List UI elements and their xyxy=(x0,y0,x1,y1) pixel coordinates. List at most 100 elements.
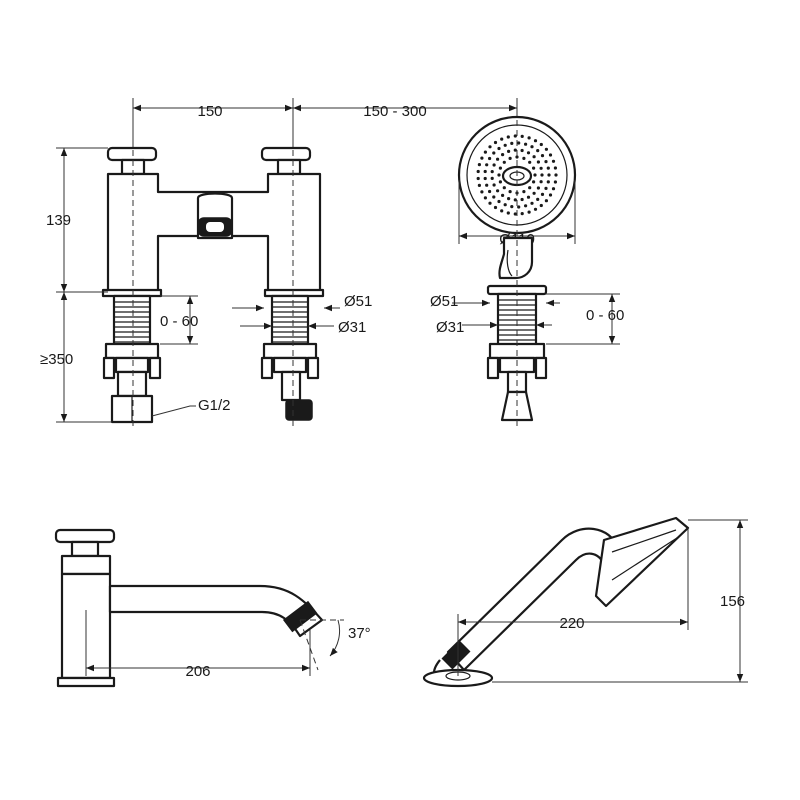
nozzle-dot xyxy=(490,170,494,174)
nozzle-dot xyxy=(492,183,496,187)
nozzle-dot xyxy=(485,183,489,187)
nozzle-dot xyxy=(544,160,548,164)
nozzle-dot xyxy=(503,203,507,207)
dim-g12: G1/2 xyxy=(198,397,231,414)
nozzle-dot xyxy=(483,169,487,174)
nozzle-dot xyxy=(524,204,528,208)
nozzle-dot xyxy=(483,196,487,200)
nozzle-dot xyxy=(536,197,540,201)
nozzle-dot xyxy=(520,134,524,138)
dim-150-300: 150 - 300 xyxy=(363,103,426,120)
nozzle-dot xyxy=(544,186,548,190)
nozzle-dot xyxy=(539,142,543,147)
nozzle-dot xyxy=(513,134,517,138)
nozzle-dot xyxy=(498,166,502,170)
dim-d51-right: Ø51 xyxy=(430,293,458,310)
nozzle-dot xyxy=(528,160,532,164)
nozzle-dot xyxy=(477,163,481,167)
nozzle-dot xyxy=(477,183,481,187)
nozzle-dot xyxy=(553,166,558,170)
nozzle-dot xyxy=(506,211,510,215)
nozzle-dot xyxy=(492,195,496,199)
dim-d31-right: Ø31 xyxy=(436,319,464,336)
mixer-front-view: 150 150 - 300 xyxy=(40,98,518,430)
nozzle-dot xyxy=(536,160,541,164)
nozzle-dot xyxy=(496,189,500,193)
nozzle-dot xyxy=(517,205,521,209)
nozzle-dot xyxy=(548,153,553,157)
nozzle-dot xyxy=(517,141,521,145)
nozzle-dot xyxy=(488,189,492,194)
nozzle-dot xyxy=(551,159,556,163)
spout-side-view: 206 37° xyxy=(54,528,371,688)
nozzle-dot xyxy=(533,173,537,177)
nozzle-dot xyxy=(497,173,501,177)
hand-shower-side-view: 220 156 xyxy=(422,516,748,688)
nozzle-dot xyxy=(526,151,531,155)
nozzle-dot xyxy=(532,155,536,159)
nozzle-dot xyxy=(536,149,540,153)
nozzle-dot xyxy=(546,180,550,184)
nozzle-dot xyxy=(507,197,511,201)
nozzle-dot xyxy=(551,187,556,191)
nozzle-dot xyxy=(527,136,531,140)
nozzle-dot xyxy=(554,173,558,177)
nozzle-dot xyxy=(539,203,543,208)
nozzle-dot xyxy=(502,186,506,190)
nozzle-dot xyxy=(508,190,512,194)
nozzle-dot xyxy=(490,176,494,180)
nozzle-dot xyxy=(544,147,549,151)
nozzle-dot xyxy=(533,139,538,143)
nozzle-dot xyxy=(520,197,524,202)
nozzle-dot xyxy=(507,149,511,153)
nozzle-dot xyxy=(540,173,544,177)
nozzle-dot xyxy=(530,201,534,205)
nozzle-dot xyxy=(522,190,526,194)
nozzle-dot xyxy=(522,156,526,160)
nozzle-dot xyxy=(520,212,524,216)
nozzle-dot xyxy=(483,150,487,154)
dim-0-60-left: 0 - 60 xyxy=(160,313,198,330)
nozzle-dot xyxy=(480,156,484,160)
nozzle-dot xyxy=(488,156,492,161)
nozzle-dot xyxy=(520,148,524,153)
nozzle-dot xyxy=(493,205,498,210)
dim-d51-left: Ø51 xyxy=(344,293,372,310)
nozzle-dot xyxy=(501,193,505,197)
nozzle-dot xyxy=(488,145,492,149)
nozzle-dot xyxy=(476,169,480,174)
nozzle-dot xyxy=(500,137,504,141)
nozzle-dot xyxy=(508,156,512,160)
nozzle-dot xyxy=(485,163,489,167)
nozzle-dot xyxy=(532,180,536,184)
dim-206: 206 xyxy=(185,663,210,680)
nozzle-dot xyxy=(527,210,531,214)
nozzle-dot xyxy=(483,176,487,181)
nozzle-dot xyxy=(510,205,514,209)
nozzle-dot xyxy=(497,199,501,204)
nozzle-dot xyxy=(540,192,545,196)
dim-220: 220 xyxy=(559,615,584,632)
nozzle-dot xyxy=(500,209,504,213)
dim-156: 156 xyxy=(720,593,745,610)
nozzle-dot xyxy=(488,201,492,205)
nozzle-dot xyxy=(513,148,517,152)
shower-head-front-view: Ø110 Ø51 Ø31 0 - 60 xyxy=(430,100,624,430)
nozzle-dot xyxy=(547,173,551,177)
nozzle-dot xyxy=(536,186,541,190)
nozzle-dot xyxy=(544,199,549,203)
nozzle-dot xyxy=(513,212,517,216)
nozzle-dot xyxy=(476,176,480,181)
nozzle-dot xyxy=(503,143,507,147)
nozzle-dot xyxy=(498,180,502,184)
nozzle-dot xyxy=(532,166,536,170)
nozzle-dot xyxy=(502,160,506,164)
dim-0-60-right: 0 - 60 xyxy=(586,307,624,324)
nozzle-dot xyxy=(540,154,545,158)
angle-37: 37° xyxy=(348,625,371,642)
nozzle-dot xyxy=(532,191,536,195)
nozzle-dot xyxy=(553,180,558,184)
nozzle-dot xyxy=(510,141,514,145)
dim-min-350: ≥350 xyxy=(40,351,73,368)
